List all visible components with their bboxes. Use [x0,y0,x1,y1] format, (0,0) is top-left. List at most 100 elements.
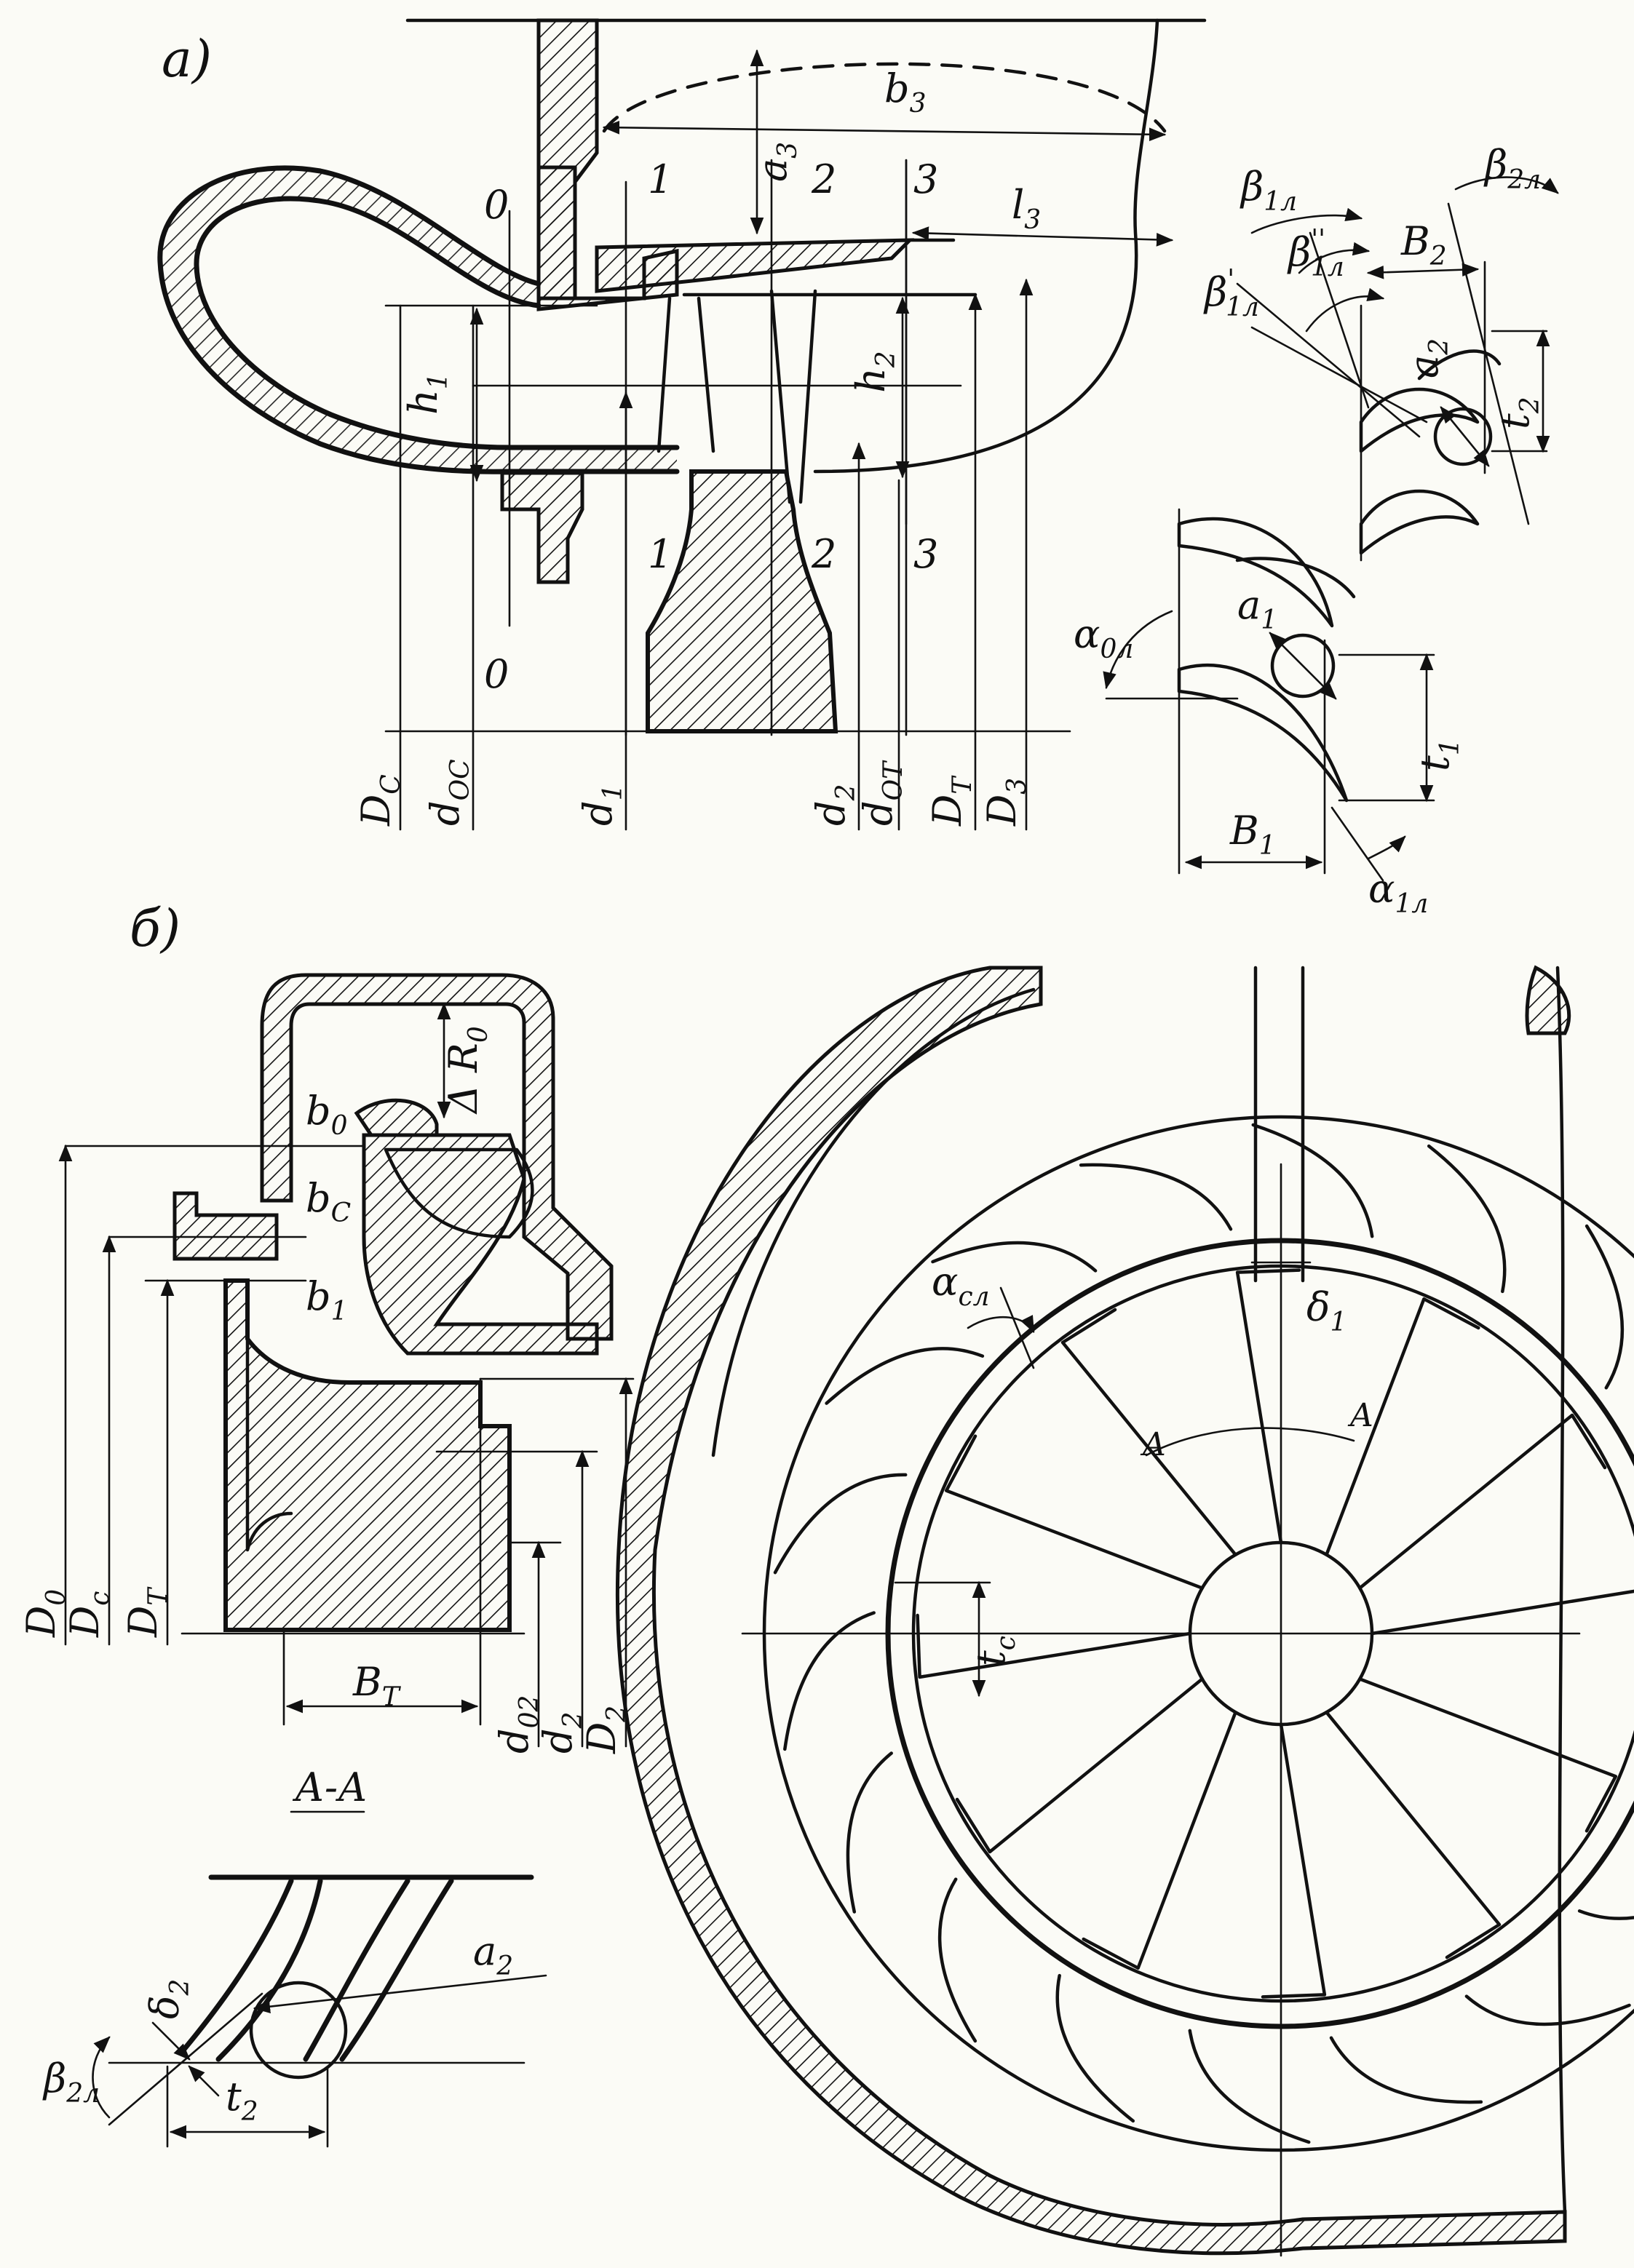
label-beta1l-pp: β''1л [1287,225,1344,282]
rotor-blade [1235,1268,1301,1545]
label-Dc: DC [353,774,406,827]
rotor-blade [1261,1722,1327,1999]
nozzle-vane [783,1611,876,1751]
label-t2-rotor: t2 [1492,397,1545,429]
section-1-top: 1 [648,156,673,202]
label-beta2l-aa: β2л [42,2056,100,2109]
nozzle-vane [1055,1973,1135,2123]
nozzle-vane [1079,1163,1233,1231]
label-l3: l3 [1012,182,1041,235]
label-B2: B2 [1400,218,1447,271]
rotor-blade [1358,1677,1618,1833]
label-a2-rotor: a2 [1401,338,1454,378]
nozzle-vane [1464,1994,1631,2026]
aa-throat-circle [249,1981,348,2080]
label-A-left: A [1140,1426,1166,1463]
exhaust-dashed-arc [602,62,1167,133]
volute-plan-view: αсл δ1 tc A A [615,965,1634,2257]
label-t2-aa: t2 [226,2074,258,2127]
nozzle-vane [825,1347,985,1405]
label-a2-aa: a2 [473,1928,513,1981]
rotor-blade [1358,1413,1607,1590]
label-a1: a1 [1237,582,1277,635]
section-2-top: 2 [811,156,836,202]
label-beta1l: β1л [1240,164,1297,217]
nozzle-vane [1251,1123,1374,1238]
nozzle-vane [1329,2036,1483,2104]
section-0-bottom: 0 [484,651,509,697]
section-1-bottom: 1 [648,531,673,577]
rotor-blade [1082,1711,1237,1970]
rotor-blade [1060,1308,1237,1556]
label-h2: h2 [848,351,901,393]
rotor-blades [916,1268,1634,1999]
cut-edge [1555,966,1567,2214]
label-dR0: Δ R0 [440,1026,493,1115]
nozzle-blade-cascade: α0л a1 t1 B1 α1л [1074,508,1465,919]
label-d02: d02 [491,1695,544,1754]
dim-b3 [602,120,1167,142]
volute-tongue [354,1098,439,1137]
label-alpha0l: α0л [1074,611,1133,664]
section-0-top: 0 [484,182,509,228]
label-D3: D3 [979,778,1032,827]
radial-wheel [223,1278,512,1632]
label-BT: BT [352,1659,402,1712]
dim-B2 [1366,263,1480,279]
section-2-bottom: 2 [811,531,836,577]
label-alpha1l: α1л [1368,866,1428,919]
label-delta1: δ1 [1306,1284,1347,1337]
nozzle-vane [1427,1144,1507,1294]
rotor-blade-cascade: β1л β''1л β'1л β2л B2 a2 t2 [1203,142,1559,562]
nozzle-vane [937,1877,977,2043]
rotor-blade-edge-2 [769,289,817,504]
nozzle-shroud [362,1133,599,1356]
volute-casing [260,973,614,1341]
label-b3: b3 [884,65,926,119]
rotor-blade [944,1434,1204,1590]
label-doc: dOC [422,759,475,826]
section-3-bottom: 3 [913,531,938,577]
dim-l3 [911,226,1174,247]
label-alpha-cl: αсл [932,1259,990,1312]
label-h1: h1 [400,373,453,415]
section-3-top: 3 [913,156,938,202]
label-b0: b0 [306,1088,347,1141]
nozzle-vane [931,1241,1098,1273]
panel-b-tag: б) [130,899,181,958]
nozzle-lower-flange [500,471,584,584]
panel-b: б) Δ R0 b0 bC b1 BT [18,899,1634,2257]
rotor-blade [916,1613,1192,1679]
nozzle-vane [773,1473,908,1575]
nozzle-vane [1585,1224,1625,1390]
rotor-blade [1325,1711,1502,1959]
rotor-blade [1325,1297,1480,1556]
dim-a2-rotor [1440,406,1490,467]
label-tc: tc [968,1636,1021,1666]
label-d2: d2 [808,784,861,826]
label-a3: a3 [750,142,803,182]
label-Dc-b: Dc [62,1591,115,1638]
nozzle-vane [1188,2029,1311,2144]
label-b1: b1 [306,1273,347,1326]
label-DT-b: DT [120,1586,173,1638]
label-d2-b: d2 [535,1712,588,1754]
nozzle-vane [1577,1909,1634,1920]
inlet-flange [172,1191,279,1261]
section-aa: А-А a2 t2 δ2 β2л [42,1764,547,2148]
section-aa-title: А-А [292,1764,368,1810]
rotor-blade [955,1677,1204,1854]
label-beta2l: β2л [1483,142,1541,195]
dim-a1 [1269,632,1337,700]
label-bc: bC [306,1175,351,1228]
inlet-volute [157,165,680,474]
label-beta1l-p: β'1л [1203,265,1259,322]
rotor-disc [646,469,838,733]
rotor-blade [1370,1589,1634,1636]
label-B1: B1 [1229,808,1276,861]
outlet-shroud [595,238,915,293]
label-t1: t1 [1412,739,1465,771]
panel-a: а) 0 1 2 3 0 [157,18,1559,919]
scroll-casing [615,966,1567,2256]
